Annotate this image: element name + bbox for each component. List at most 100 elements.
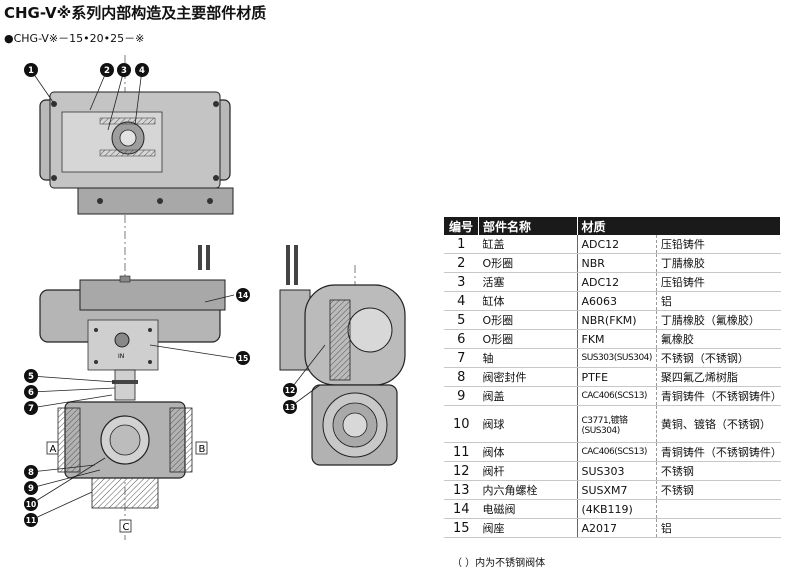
- callout-9: 9: [24, 481, 38, 495]
- material-note-cell: 不锈钢: [656, 461, 781, 481]
- svg-text:13: 13: [285, 403, 295, 412]
- svg-text:8: 8: [28, 468, 34, 478]
- material-cell: ADC12: [577, 235, 657, 254]
- table-footnote: （ ）内为不锈钢阀体: [452, 558, 546, 569]
- part-name-cell: 缸体: [478, 291, 578, 311]
- part-name-cell: 电磁阀: [478, 499, 578, 519]
- material-note-cell: 氟橡胶: [656, 329, 781, 349]
- svg-text:6: 6: [28, 388, 34, 398]
- material-cell: PTFE: [577, 367, 657, 387]
- callout-4: 4: [135, 63, 149, 77]
- material-note-cell: 压铅铸件: [656, 272, 781, 292]
- svg-text:15: 15: [238, 354, 248, 363]
- part-name-cell: O形圈: [478, 310, 578, 330]
- material-cell: CAC406(SCS13): [577, 442, 657, 462]
- callout-10: 10: [24, 497, 38, 511]
- material-cell: (4KB119): [577, 499, 657, 519]
- svg-text:12: 12: [285, 386, 295, 395]
- callout-7: 7: [24, 401, 38, 415]
- material-note-cell: 青铜铸件（不锈钢铸件）: [656, 442, 782, 462]
- header-number: 编号: [444, 217, 479, 235]
- material-cell: FKM: [577, 329, 657, 349]
- part-name-cell: 活塞: [478, 272, 578, 292]
- callout-11: 11: [24, 513, 38, 527]
- svg-text:2: 2: [104, 66, 110, 76]
- front-view-valve-body: [57, 401, 193, 509]
- material-note-cell: 压铅铸件: [656, 235, 781, 254]
- material-note-cell: 聚四氟乙烯树脂: [656, 367, 781, 387]
- part-number-cell: 11: [444, 442, 479, 462]
- material-cell: C3771,镀铬 (SUS304): [577, 405, 657, 443]
- callout-5: 5: [24, 369, 38, 383]
- material-cell: NBR: [577, 253, 657, 273]
- material-note-cell: 丁腈橡胶: [656, 253, 781, 273]
- part-number-cell: 1: [444, 235, 479, 254]
- part-name-cell: 轴: [478, 348, 578, 368]
- material-cell: A6063: [577, 291, 657, 311]
- material-note-cell: 铝: [656, 291, 781, 311]
- material-cell: CAC406(SCS13): [577, 386, 657, 406]
- part-number-cell: 10: [444, 405, 479, 443]
- part-number-cell: 15: [444, 518, 479, 538]
- part-number-cell: 5: [444, 310, 479, 330]
- svg-text:1: 1: [28, 66, 34, 76]
- side-view-valve: [279, 245, 406, 466]
- port-c-label: C: [123, 522, 130, 533]
- valve-cross-section-drawing: IN A B C: [24, 55, 406, 540]
- material-note-cell: 丁腈橡胶（氟橡胶）: [656, 310, 781, 330]
- material-cell: SUSXM7: [577, 480, 657, 500]
- callout-3: 3: [117, 63, 131, 77]
- callout-2: 2: [100, 63, 114, 77]
- svg-text:10: 10: [26, 500, 36, 509]
- part-number-cell: 4: [444, 291, 479, 311]
- port-a-label: A: [50, 444, 57, 455]
- svg-text:3: 3: [121, 66, 127, 76]
- svg-text:5: 5: [28, 372, 34, 382]
- in-port-label: IN: [118, 353, 124, 360]
- top-view-actuator: [39, 91, 234, 215]
- material-cell: ADC12: [577, 272, 657, 292]
- material-note-cell: 铝: [656, 518, 781, 538]
- svg-text:9: 9: [28, 484, 34, 494]
- svg-text:11: 11: [26, 516, 36, 525]
- part-name-cell: O形圈: [478, 253, 578, 273]
- material-note-cell: [656, 499, 781, 519]
- part-number-cell: 12: [444, 461, 479, 481]
- part-number-cell: 2: [444, 253, 479, 273]
- part-number-cell: 13: [444, 480, 479, 500]
- part-name-cell: 缸盖: [478, 235, 578, 254]
- material-cell: SUS303(SUS304): [577, 348, 657, 368]
- callout-8: 8: [24, 465, 38, 479]
- callout-12: 12: [283, 383, 297, 397]
- callout-13: 13: [283, 400, 297, 414]
- part-number-cell: 6: [444, 329, 479, 349]
- part-name-cell: 阀密封件: [478, 367, 578, 387]
- callout-1: 1: [24, 63, 38, 77]
- port-labels: A B C: [46, 441, 208, 533]
- model-subtitle: ●CHG-V※－15•20•25－※: [4, 32, 145, 45]
- part-number-cell: 14: [444, 499, 479, 519]
- callout-6: 6: [24, 385, 38, 399]
- part-number-cell: 9: [444, 386, 479, 406]
- part-name-cell: 阀球: [478, 405, 578, 443]
- material-note-cell: 不锈钢（不锈钢）: [656, 348, 781, 368]
- part-name-cell: 阀盖: [478, 386, 578, 406]
- header-part-name: 部件名称: [478, 217, 578, 235]
- material-cell: SUS303: [577, 461, 657, 481]
- part-name-cell: 阀体: [478, 442, 578, 462]
- port-b-label: B: [199, 444, 206, 455]
- svg-text:7: 7: [28, 404, 34, 414]
- material-note-cell: 不锈钢: [656, 480, 781, 500]
- callout-14: 14: [236, 288, 250, 302]
